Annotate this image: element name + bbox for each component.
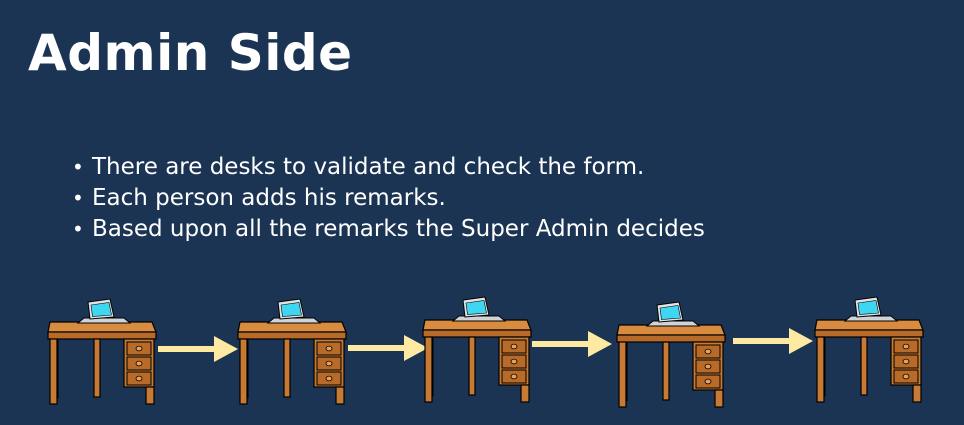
slide-title: Admin Side [28, 24, 353, 82]
bullet-text: There are desks to validate and check th… [92, 154, 645, 180]
arrow-right-icon [348, 335, 428, 361]
desk-with-laptop-icon [616, 301, 726, 408]
desk-with-laptop-icon [237, 298, 347, 405]
bullet-text: Each person adds his remarks. [92, 185, 446, 211]
arrow-right-icon [733, 328, 813, 354]
bullet-dot-icon: • [72, 186, 84, 210]
desk-with-laptop-icon [47, 298, 157, 405]
arrow-right-icon [532, 331, 612, 357]
bullet-item: • There are desks to validate and check t… [72, 152, 732, 183]
bullet-dot-icon: • [72, 217, 84, 241]
desk-with-laptop-icon [814, 296, 924, 403]
bullet-item: • Based upon all the remarks the Super Ad… [72, 214, 732, 245]
desk-with-laptop-icon [422, 296, 532, 403]
bullet-dot-icon: • [72, 155, 84, 179]
bullet-text: Based upon all the remarks the Super Adm… [92, 216, 705, 242]
bullet-item: • Each person adds his remarks. [72, 183, 732, 214]
arrow-right-icon [158, 336, 238, 362]
bullet-list: • There are desks to validate and check t… [72, 152, 732, 245]
